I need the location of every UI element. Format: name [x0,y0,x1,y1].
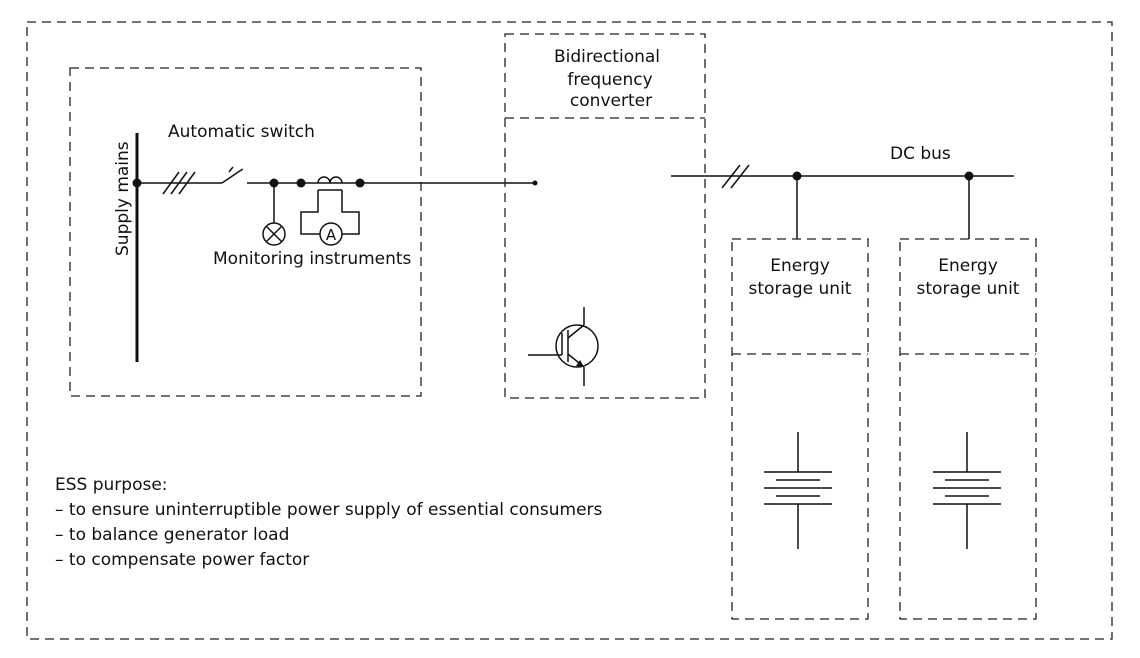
storage-unit-1-battery-icon [764,432,832,549]
converter-label-line3: converter [570,91,652,111]
ess-purpose-item-1: – to ensure uninterruptible power supply… [55,500,603,520]
ammeter-icon [319,222,343,246]
automatic-switch-label: Automatic switch [168,122,315,142]
monitoring-instruments-label: Monitoring instruments [213,249,412,269]
energy-storage-unit-2: Energy storage unit [899,238,1037,620]
dc-bus-label: DC bus [890,144,951,164]
ess-purpose-item-3: – to compensate power factor [55,550,309,570]
storage-unit-1-label-line1: Energy [770,256,830,276]
automatic-switch-symbol [221,166,360,184]
dc-bus-ticks [721,164,750,189]
storage-unit-1-label-line2: storage unit [749,279,852,299]
storage-unit-2-battery-icon [933,432,1001,549]
storage-unit-1-frame [731,238,869,620]
supply-mains-label: Supply mains [113,141,133,256]
current-transformer-coil-icon [317,176,343,184]
busbar-junction-dot [132,178,142,188]
converter-input-terminal [532,180,538,186]
converter-label-line1: Bidirectional [554,47,660,67]
energy-storage-unit-1: Energy storage unit [731,238,869,620]
storage-unit-2-label-line2: storage unit [917,279,1020,299]
indicator-lamp-icon [262,183,286,246]
converter-block: Bidirectional frequency converter [504,33,706,399]
dc-bus: DC bus [671,144,1014,239]
ess-purpose-heading: ESS purpose: [55,475,168,495]
storage-unit-2-label-line1: Energy [938,256,998,276]
storage-unit-2-frame [899,238,1037,620]
ammeter-letter: A [326,226,337,244]
igbt-transistor-icon [528,307,599,386]
converter-frame [504,33,706,399]
ammeter-junction-dot-left [296,178,306,188]
ammeter-circuit-wire [300,190,360,235]
three-phase-ticks [162,171,196,195]
switching-block-frame [69,67,422,397]
ess-purpose-block: ESS purpose: – to ensure uninterruptible… [55,475,603,570]
system-boundary [26,21,1113,640]
switching-block: Supply mains Automatic switch [69,67,535,397]
converter-label-line2: frequency [567,70,652,90]
ess-purpose-item-2: – to balance generator load [55,525,289,545]
